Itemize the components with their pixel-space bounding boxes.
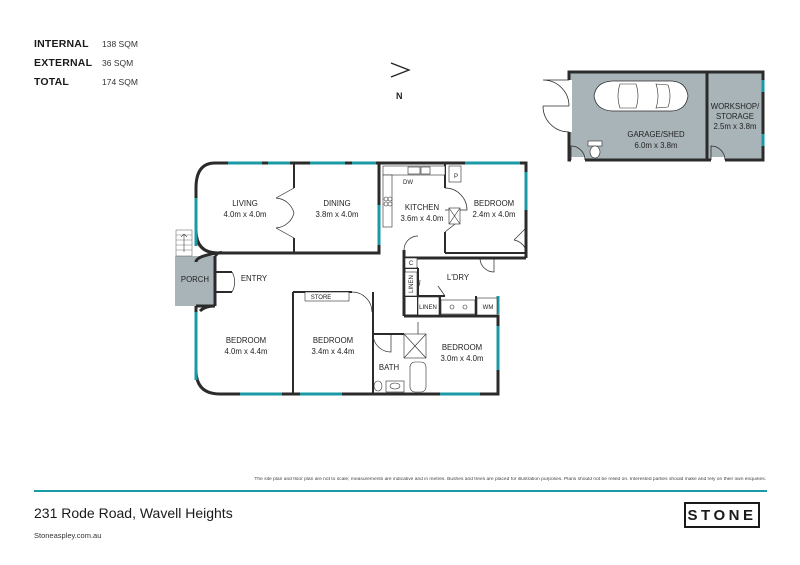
room-dimensions: 6.0m x 3.8m: [635, 141, 678, 150]
room-dimensions: 4.0m x 4.0m: [224, 210, 267, 219]
room-name: LINEN: [419, 305, 437, 311]
porch-floor: [175, 256, 215, 306]
door-icon: [479, 257, 495, 273]
brand-logo: STONE: [684, 502, 760, 528]
washing-machine-icon: [476, 297, 498, 316]
room-dimensions: 2.5m x 3.8m: [714, 122, 757, 131]
room-name: BATH: [379, 363, 399, 372]
compass-label: N: [396, 91, 403, 101]
garage-building: GARAGE/SHED 6.0m x 3.8m WORKSHOP/ STORAG…: [542, 70, 765, 163]
area-label: EXTERNAL: [34, 56, 93, 69]
cupboard: [404, 257, 418, 269]
door-icon: [351, 291, 373, 313]
cooktop-icon: [387, 196, 393, 202]
door-icon: [444, 187, 468, 211]
kitchen-bench: [382, 174, 393, 228]
room-name: DW: [403, 180, 413, 186]
tap-icon: [462, 304, 468, 310]
door-icon: [513, 227, 527, 251]
toilet-icon: [373, 380, 383, 392]
room-dimensions: 2.4m x 4.0m: [473, 210, 516, 219]
north-arrow-icon: [390, 62, 411, 78]
room-name: STORAGE: [716, 112, 754, 121]
room-dimensions: 3.0m x 4.0m: [441, 354, 484, 363]
stairs-icon: [175, 229, 193, 257]
room-name: PORCH: [181, 275, 209, 284]
room-name: C: [409, 261, 414, 267]
area-row-total: TOTAL 174 SQM: [34, 72, 138, 91]
room-name: P: [454, 174, 458, 180]
door-icon: [403, 235, 419, 251]
toilet-icon: [587, 140, 603, 159]
sink-icon: [420, 166, 431, 175]
laundry-fittings: [404, 257, 498, 316]
area-value: 138 SQM: [102, 38, 138, 49]
room-name: STORE: [311, 295, 332, 301]
room-name: L'DRY: [447, 273, 470, 282]
room-name: BEDROOM: [226, 336, 266, 345]
linen-cupboard: [417, 296, 440, 316]
windows: [194, 161, 528, 396]
property-address: 231 Rode Road, Wavell Heights: [34, 505, 233, 521]
room-name: GARAGE/SHED: [627, 130, 685, 139]
double-door-icon: [542, 79, 570, 133]
floor-plan: N GARAGE/SHED 6.0m x 3.8m WORKSHOP/ STO: [175, 62, 765, 396]
laundry-tub-icon: [440, 299, 476, 315]
area-value: 36 SQM: [102, 57, 134, 68]
area-value: 174 SQM: [102, 76, 138, 87]
footer-divider: [34, 490, 767, 492]
room-name: BEDROOM: [442, 343, 482, 352]
car-icon: [593, 80, 689, 112]
room-dimensions: 3.8m x 4.0m: [316, 210, 359, 219]
room-name: DINING: [323, 199, 350, 208]
house: LIVING 4.0m x 4.0m DINING 3.8m x 4.0m KI…: [175, 161, 528, 396]
room-dimensions: 4.0m x 4.4m: [225, 347, 268, 356]
store-cupboard: [304, 291, 350, 302]
kitchen-fittings: [382, 165, 462, 228]
compass: N: [390, 62, 411, 101]
area-label: TOTAL: [34, 75, 70, 88]
door-icon: [570, 145, 586, 161]
cooktop-icon: [387, 201, 393, 207]
area-row-external: EXTERNAL 36 SQM: [34, 53, 138, 72]
website-link[interactable]: Stoneaspley.com.au: [34, 531, 102, 540]
door-icon: [231, 271, 236, 293]
door-icon: [437, 285, 446, 297]
room-name: BEDROOM: [313, 336, 353, 345]
room-name: LINEN: [409, 275, 415, 293]
cooktop-icon: [383, 196, 389, 202]
door-icon: [275, 187, 295, 214]
bath-fittings: [373, 333, 427, 393]
area-row-internal: INTERNAL 138 SQM: [34, 34, 138, 53]
cooktop-icon: [383, 201, 389, 207]
door-gap: [571, 157, 585, 163]
area-label: INTERNAL: [34, 37, 89, 50]
room-name: LIVING: [232, 199, 258, 208]
area-summary: INTERNAL 138 SQM EXTERNAL 36 SQM TOTAL 1…: [34, 34, 138, 91]
door-swings: [231, 187, 527, 353]
room-name: KITCHEN: [405, 203, 439, 212]
tap-icon: [449, 304, 455, 310]
disclaimer: The site plan and floor plan are not to …: [254, 477, 766, 482]
room-dimensions: 3.6m x 4.0m: [401, 214, 444, 223]
door-icon: [372, 333, 392, 353]
door-icon: [275, 212, 295, 239]
bathtub-icon: [409, 361, 427, 393]
sink-icon: [407, 166, 421, 175]
door-icon: [710, 145, 726, 161]
room-dimensions: 3.4m x 4.4m: [312, 347, 355, 356]
room-name: BEDROOM: [474, 199, 514, 208]
pantry-cupboard: [448, 165, 462, 183]
linen-cupboard: [404, 271, 418, 297]
room-name: WORKSHOP/: [711, 102, 760, 111]
door-gap: [711, 157, 725, 163]
room-name: WM: [483, 305, 494, 311]
room-name: ENTRY: [241, 274, 268, 283]
